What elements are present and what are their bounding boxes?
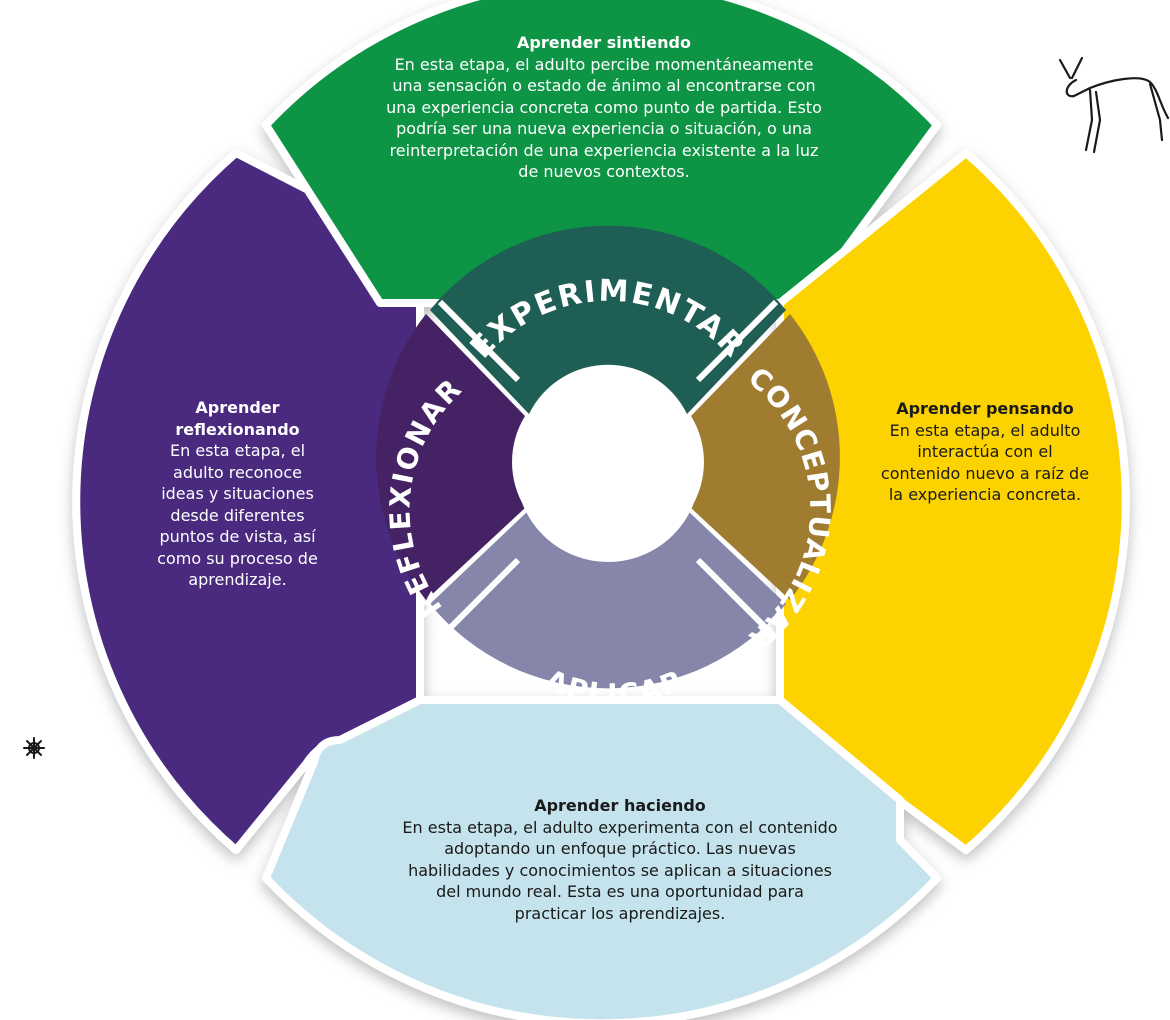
sun-icon	[23, 737, 45, 759]
sector-aplicar	[262, 696, 941, 1020]
inner-sector-reflexionar	[376, 314, 525, 600]
inner-sector-experimentar	[430, 225, 786, 414]
inner-ring	[376, 225, 840, 689]
body-aplicar: En esta etapa, el adulto experimenta con…	[402, 817, 838, 923]
title-conceptualizar: Aprender pensando	[896, 399, 1074, 418]
antelope-drawing	[1058, 56, 1170, 154]
title-experimentar: Aprender sintiendo	[517, 33, 691, 52]
inner-sector-aplicar	[430, 510, 786, 689]
body-conceptualizar: En esta etapa, el adulto interactúa con …	[880, 420, 1090, 505]
sector-conceptualizar	[776, 149, 1130, 854]
desc-conceptualizar: Aprender pensando En esta etapa, el adul…	[880, 398, 1090, 506]
body-experimentar: En esta etapa, el adulto percibe momentá…	[386, 54, 822, 182]
body-reflexionar: En esta etapa, el adulto reconoce ideas …	[157, 441, 318, 589]
desc-experimentar: Aprender sintiendo En esta etapa, el adu…	[382, 32, 826, 183]
inner-sector-conceptualizar	[691, 314, 840, 600]
desc-aplicar: Aprender haciendo En esta etapa, el adul…	[398, 795, 842, 924]
sector-experimentar	[262, 0, 941, 307]
center-hole	[516, 378, 700, 562]
title-aplicar: Aprender haciendo	[534, 796, 706, 815]
title-reflexionar: Aprender reflexionando	[175, 398, 300, 439]
desc-reflexionar: Aprender reflexionando En esta etapa, el…	[150, 397, 325, 591]
